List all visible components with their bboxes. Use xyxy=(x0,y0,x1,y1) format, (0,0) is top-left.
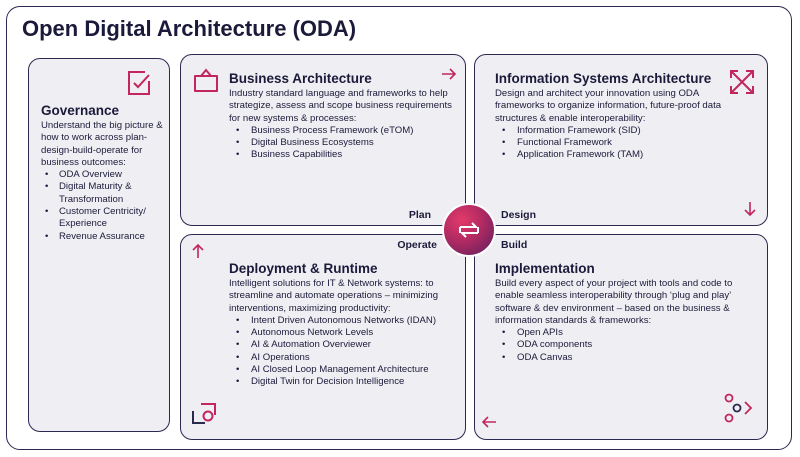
governance-title: Governance xyxy=(41,103,120,118)
list-item[interactable]: AI Closed Loop Management Architecture xyxy=(229,364,465,377)
list-item[interactable]: ODA components xyxy=(495,339,755,352)
deployment-runtime-title: Deployment & Runtime xyxy=(229,261,378,276)
business-architecture-list: Business Process Framework (eTOM) Digita… xyxy=(229,125,465,162)
nodes-connect-icon xyxy=(724,393,753,423)
arrow-left-icon xyxy=(481,416,496,428)
list-item[interactable]: ODA Overview xyxy=(41,169,165,182)
cycle-hub[interactable] xyxy=(442,203,496,257)
business-architecture-title: Business Architecture xyxy=(229,71,372,86)
implementation-description: Build every aspect of your project with … xyxy=(495,278,733,326)
arrow-up-icon xyxy=(192,243,204,258)
list-item[interactable]: Intent Driven Autonomous Networks (IDAN) xyxy=(229,315,465,328)
checklist-icon xyxy=(128,71,150,95)
list-item[interactable]: Revenue Assurance xyxy=(41,231,165,244)
list-item[interactable]: Application Framework (TAM) xyxy=(495,149,739,162)
list-item[interactable]: AI & Automation Overviewer xyxy=(229,339,465,352)
list-item[interactable]: AI Operations xyxy=(229,352,465,365)
governance-card[interactable]: Governance Understand the big picture & … xyxy=(28,58,170,432)
list-item[interactable]: Information Framework (SID) xyxy=(495,125,739,138)
arrow-right-icon xyxy=(442,68,457,80)
information-systems-description: Design and architect your innovation usi… xyxy=(495,88,722,124)
list-item[interactable]: Customer Centricity/ Experience xyxy=(41,206,165,231)
list-item[interactable]: Functional Framework xyxy=(495,137,739,150)
list-item[interactable]: Digital Business Ecosystems xyxy=(229,137,465,150)
deployment-runtime-list: Intent Driven Autonomous Networks (IDAN)… xyxy=(229,315,465,389)
information-systems-list: Information Framework (SID) Functional F… xyxy=(495,125,739,162)
business-architecture-description: Industry standard language and framework… xyxy=(229,88,452,124)
loop-icon xyxy=(192,403,216,424)
deployment-runtime-description: Intelligent solutions for IT & Network s… xyxy=(229,278,439,314)
list-item[interactable]: Autonomous Network Levels xyxy=(229,327,465,340)
outer-frame xyxy=(6,6,792,450)
list-item[interactable]: Business Capabilities xyxy=(229,149,465,162)
implementation-title: Implementation xyxy=(495,261,595,276)
operate-label: Operate xyxy=(397,239,437,251)
plan-label: Plan xyxy=(408,209,431,221)
list-item[interactable]: Open APIs xyxy=(495,327,755,340)
information-systems-title: Information Systems Architecture xyxy=(495,71,712,86)
information-systems-card[interactable]: Information Systems Architecture Design … xyxy=(474,54,768,226)
bag-icon xyxy=(194,68,218,92)
page-title: Open Digital Architecture (ODA) xyxy=(22,16,357,41)
list-item[interactable]: Digital Twin for Decision Intelligence xyxy=(229,376,465,389)
governance-description: Understand the big picture & how to work… xyxy=(41,120,163,168)
business-architecture-card[interactable]: Business Architecture Industry standard … xyxy=(180,54,466,226)
list-item[interactable]: Digital Maturity & Transformation xyxy=(41,181,165,206)
list-item[interactable]: Business Process Framework (eTOM) xyxy=(229,125,465,138)
deployment-runtime-card[interactable]: Operate Deployment & Runtime Intelligent… xyxy=(180,234,466,440)
implementation-list: Open APIs ODA components ODA Canvas xyxy=(495,327,755,364)
design-label: Design xyxy=(501,209,537,221)
cycle-arrows-icon xyxy=(459,222,479,238)
cross-arrows-icon xyxy=(730,70,754,94)
list-item[interactable]: ODA Canvas xyxy=(495,352,755,365)
implementation-card[interactable]: Build Implementation Build every aspect … xyxy=(474,234,768,440)
build-label: Build xyxy=(501,239,528,251)
governance-list: ODA Overview Digital Maturity & Transfor… xyxy=(41,169,165,243)
arrow-down-icon xyxy=(744,202,756,217)
